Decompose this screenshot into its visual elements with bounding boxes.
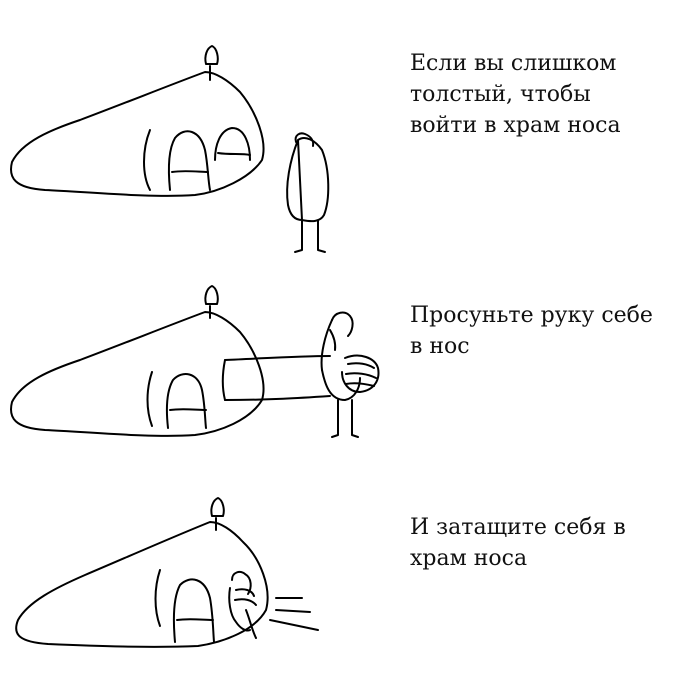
fat-person-figure: [286, 132, 330, 253]
comic-panel-2: Просуньте руку себе в нос: [0, 260, 700, 470]
temple-spire-icon: [204, 285, 219, 319]
nose-temple: [10, 71, 265, 197]
comic-panel-3: И затащите себя в храм носа: [0, 470, 700, 700]
panel-2-drawing: [10, 285, 380, 438]
arm-in-nose: [221, 355, 331, 401]
nose-temple: [15, 521, 269, 648]
pulled-person-figure: [228, 571, 257, 639]
person-with-hand-figure: [320, 311, 380, 438]
comic-panel-1: Если вы слишком толстый, чтобы войти в х…: [0, 0, 700, 260]
panel-1-caption: Если вы слишком толстый, чтобы войти в х…: [410, 51, 621, 138]
temple-spire-icon: [204, 45, 219, 81]
panel-1-drawing: [10, 45, 330, 253]
panel-3-caption: И затащите себя в храм носа: [410, 515, 626, 571]
motion-lines: [269, 597, 319, 631]
panel-3-drawing: [15, 497, 319, 648]
temple-spire-icon: [210, 497, 225, 531]
nose-temple: [10, 311, 265, 437]
panel-2-caption: Просуньте руку себе в нос: [410, 303, 653, 359]
